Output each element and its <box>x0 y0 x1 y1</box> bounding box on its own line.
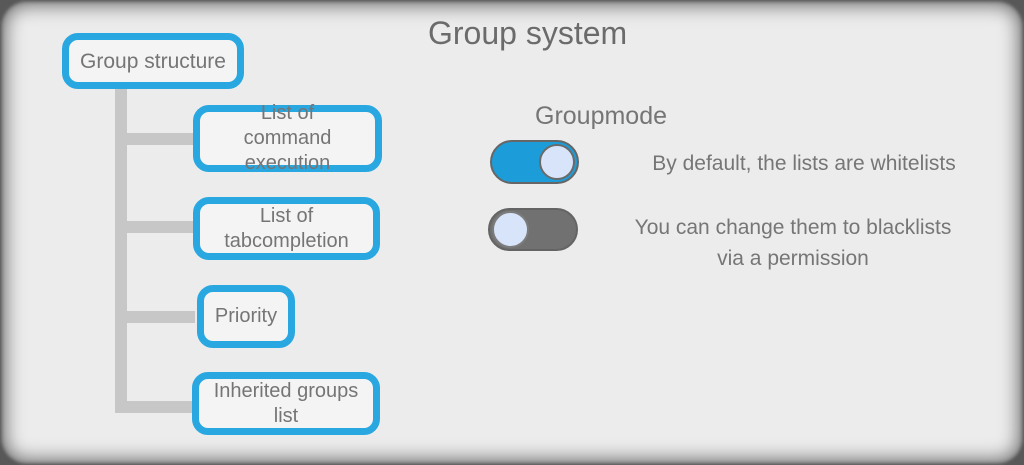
node-label-line2: command execution <box>243 127 332 174</box>
toggle-knob-icon <box>539 144 575 180</box>
node-label-line2: list <box>273 404 299 427</box>
node-label: Priority <box>214 305 278 327</box>
node-label: Inherited groups list <box>214 379 359 429</box>
connector-branch <box>121 401 195 413</box>
groupmode-heading: Groupmode <box>535 102 668 130</box>
node-label: List of tabcompletion <box>224 204 349 254</box>
groupmode-toggle-on[interactable] <box>490 140 579 184</box>
node-label: List of command execution <box>200 101 375 176</box>
groupmode-toggle-off[interactable] <box>488 208 578 251</box>
node-label-line1: Inherited groups <box>213 379 359 402</box>
node-label: Group structure <box>80 49 226 73</box>
connector-branch <box>121 221 195 233</box>
node-group-structure: Group structure <box>62 33 244 89</box>
node-priority: Priority <box>197 285 295 348</box>
connector-branch <box>121 311 195 323</box>
toggle-off-description-line2: via a permission <box>717 247 869 270</box>
node-label-line1: List of <box>260 102 315 124</box>
toggle-knob-icon <box>492 211 529 248</box>
connector-branch <box>121 133 195 145</box>
page-title: Group system <box>428 15 628 51</box>
node-list-command-execution: List of command execution <box>193 102 382 174</box>
toggle-off-description: You can change them to blacklists via a … <box>593 212 993 274</box>
connector-trunk <box>115 88 127 413</box>
toggle-on-description: By default, the lists are whitelists <box>652 152 956 175</box>
toggle-off-description-line1: You can change them to blacklists <box>634 216 952 239</box>
node-list-tabcompletion: List of tabcompletion <box>193 197 380 260</box>
node-label-line1: List of <box>259 204 314 227</box>
node-label-line2: tabcompletion <box>224 229 349 252</box>
node-inherited-groups-list: Inherited groups list <box>192 372 380 435</box>
